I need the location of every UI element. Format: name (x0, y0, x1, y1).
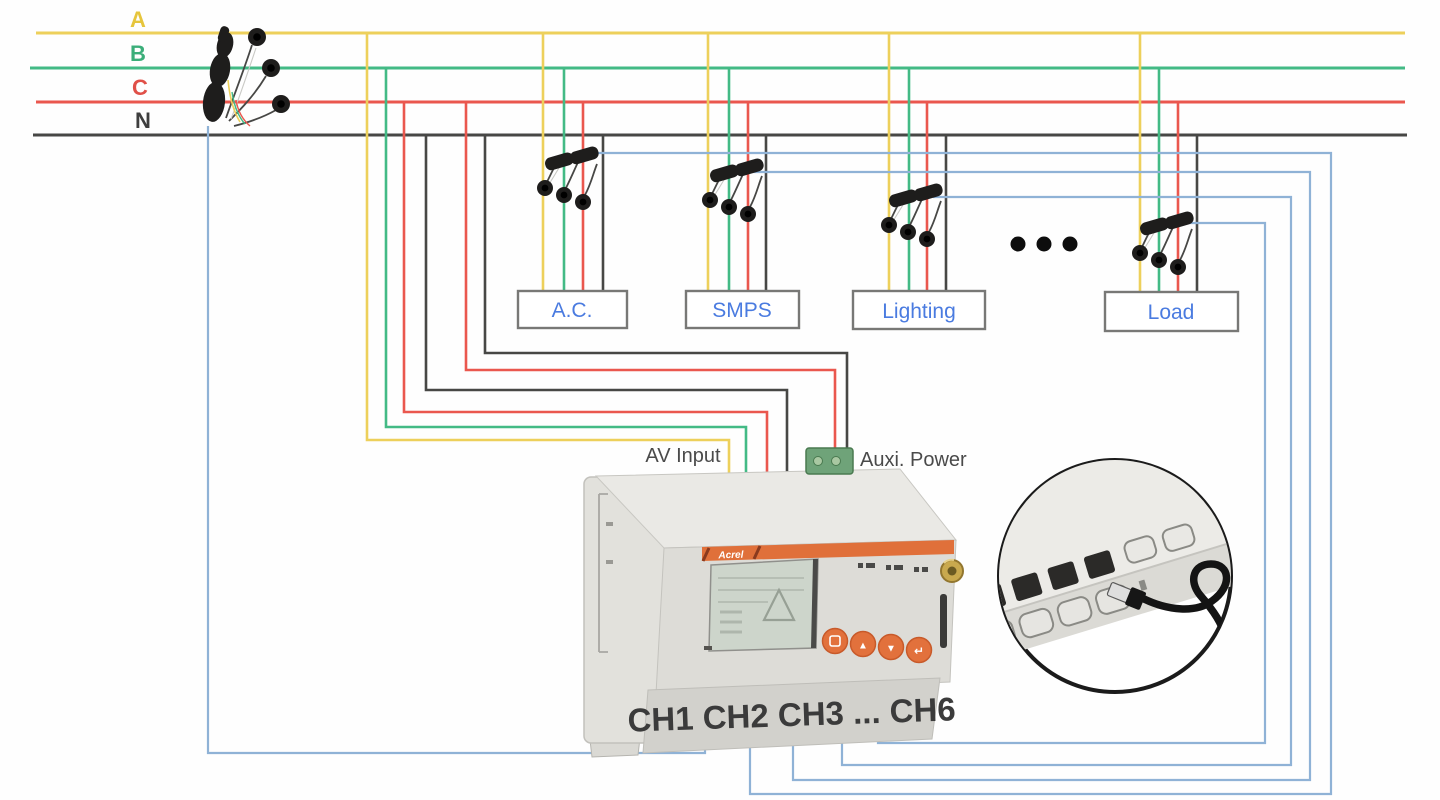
antenna-connector (940, 558, 964, 583)
more-branches-ellipsis (1010, 236, 1078, 252)
av-wire-c (402, 102, 769, 500)
meter-button-up (849, 630, 877, 658)
ct-wire-ch3 (748, 170, 1312, 782)
box-label-ac: A.C. (552, 299, 593, 322)
brand-logo: Acrel (717, 550, 744, 562)
aux-wire-live (464, 102, 837, 460)
bus-label-n: N (135, 108, 151, 133)
bus-label-a: A (130, 7, 146, 32)
svg-text:↵: ↵ (914, 644, 924, 658)
aux-power-wires (464, 102, 849, 460)
meter-buttons: ▲ ▼ ↵ (821, 627, 933, 664)
av-wire-n (424, 135, 789, 500)
meter-button-down (877, 633, 905, 661)
lcd-segments (718, 577, 804, 634)
sim-slot (940, 594, 947, 648)
magnifier (997, 458, 1233, 694)
ct-wire-ch4 (840, 195, 1293, 767)
av-wire-a (365, 33, 731, 500)
status-leds (858, 563, 928, 572)
box-label-smps: SMPS (712, 299, 772, 322)
lcd-warning-triangle (762, 587, 796, 622)
ct-cluster-main (202, 26, 290, 127)
branch-boxes: A.C. SMPS Lighting Load (516, 289, 1240, 333)
av-input-wires (365, 33, 789, 500)
ct-cluster-lighting (880, 181, 945, 248)
branch-wires-lighting (887, 33, 948, 291)
ct-cluster-load (1131, 209, 1196, 276)
meter-lcd (708, 558, 819, 652)
meter: Acrel ▲ ▼ ↵ (583, 468, 964, 758)
box-lighting (851, 289, 987, 331)
box-label-load: Load (1148, 301, 1195, 324)
aux-terminal (805, 447, 854, 475)
bus-label-c: C (132, 75, 148, 100)
meter-button-menu (821, 627, 849, 655)
svg-text:▼: ▼ (886, 644, 896, 655)
aux-power-label: Auxi. Power (860, 449, 967, 471)
branch-wires-load (1138, 33, 1199, 292)
svg-text:▲: ▲ (858, 641, 868, 652)
aux-wire-neutral (483, 135, 849, 460)
magnifier-cable (1106, 560, 1231, 676)
box-ac (516, 289, 629, 330)
branch-wires-smps (706, 33, 768, 291)
meter-button-enter (905, 636, 933, 664)
brand-stripe (702, 540, 954, 561)
box-smps (684, 289, 801, 330)
av-input-label: AV Input (645, 445, 721, 467)
ct-cluster-ac (536, 144, 601, 211)
ct-wire-ch2 (585, 151, 1333, 796)
bus-label-b: B (130, 41, 146, 66)
av-wire-b (384, 68, 748, 500)
meter-skirt (642, 677, 941, 754)
box-load (1103, 290, 1240, 333)
box-label-lighting: Lighting (882, 300, 956, 323)
ct-cluster-smps (701, 156, 766, 223)
